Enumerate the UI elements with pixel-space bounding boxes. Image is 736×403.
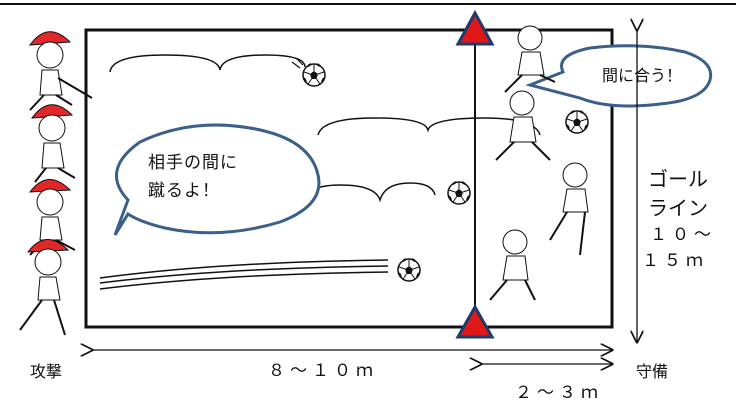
defender-player	[549, 162, 589, 256]
trajectory-line	[317, 117, 541, 136]
ball-icon	[301, 62, 327, 88]
field-rectangle	[84, 28, 614, 329]
ball-icon	[564, 109, 590, 135]
ball-icon	[446, 180, 472, 206]
trajectory-line	[99, 259, 389, 279]
motion-lines	[291, 57, 304, 69]
attacker-player	[19, 239, 70, 336]
attack-label: 攻撃	[30, 362, 63, 381]
defender-player	[489, 229, 536, 301]
goal-line-label-1: ゴール	[648, 167, 708, 191]
trajectory-line	[99, 265, 389, 284]
defense-label: 守備	[636, 362, 669, 381]
goal-line-label-2: ライン	[648, 196, 708, 220]
defender-player	[504, 25, 556, 93]
bubble-right-text: 間に合う！	[602, 66, 683, 85]
bubble-left-line1: 相手の間に	[148, 153, 238, 173]
cone-icon	[455, 303, 495, 339]
trajectory-line	[99, 271, 389, 290]
speech-bubble-left	[113, 123, 321, 236]
attacker-player	[28, 31, 93, 111]
width-main-label: ８～１０ｍ	[268, 361, 378, 381]
defender-player	[495, 90, 551, 161]
goal-line-label-3: １０～	[650, 225, 716, 245]
width-zone-label: ２～３ｍ	[515, 383, 603, 403]
ball-icon	[396, 257, 422, 283]
goal-line-label-4: １５ｍ	[642, 251, 708, 271]
trajectory-line	[299, 182, 436, 206]
cone-icon	[455, 9, 495, 46]
trajectory-line	[109, 54, 306, 73]
bubble-left-line2: 蹴るよ！	[148, 181, 220, 201]
attacker-player	[30, 104, 76, 183]
attacker-player	[28, 179, 76, 256]
